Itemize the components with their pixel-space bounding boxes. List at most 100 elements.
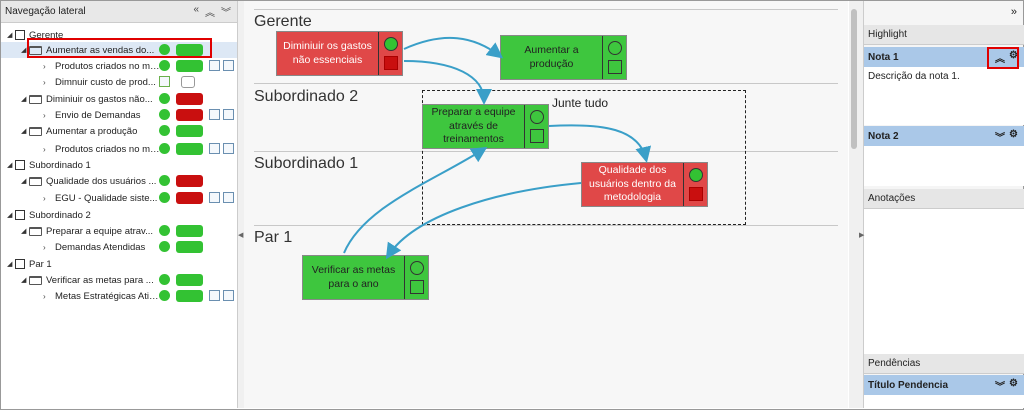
chart-icon[interactable] — [223, 290, 234, 301]
pendencia-icons: ︾⚙ — [995, 378, 1018, 393]
card-preparar-equipe[interactable]: Preparar a equipe através de treinamento… — [422, 104, 549, 149]
chevron-right-icon[interactable]: › — [43, 144, 46, 154]
expand-note-icon[interactable]: ︾ — [995, 381, 1006, 393]
status-bar — [176, 192, 203, 204]
tree-row[interactable]: ◢Par 1 — [1, 256, 237, 272]
left-splitter[interactable]: ◀ — [238, 1, 244, 408]
tree-row[interactable]: ◢Gerente — [1, 27, 237, 43]
status-dot-icon — [159, 125, 170, 136]
splitter-arrow-icon[interactable]: ◀ — [238, 232, 244, 239]
card-diminuir-gastos[interactable]: Diminiuir os gastos não essenciais — [276, 31, 403, 76]
pendencia-header[interactable]: Título Pendencia ︾⚙ — [864, 375, 1024, 395]
collapse-right-icon[interactable]: » — [1010, 6, 1017, 18]
expand-triangle-icon[interactable]: ◢ — [21, 178, 27, 185]
report-icon[interactable] — [209, 143, 220, 154]
gear-icon[interactable]: ⚙ — [1009, 128, 1018, 140]
status-dot-icon — [159, 44, 170, 55]
card-verificar-metas[interactable]: Verificar as metas para o ano — [302, 255, 429, 300]
note-2-header[interactable]: Nota 2 ︾⚙ — [864, 126, 1024, 146]
tree-row[interactable]: › Demandas Atendidas — [1, 239, 237, 255]
chart-icon[interactable] — [223, 143, 234, 154]
left-navigation-panel: Navegação lateral « ︽ ︾ ◢Gerente◢Aumenta… — [1, 1, 238, 408]
status-bar — [176, 274, 203, 286]
diagram-canvas[interactable]: Gerente Subordinado 2 Subordinado 1 Par … — [244, 1, 848, 408]
tree-row[interactable]: ◢Verificar as metas para ... — [1, 272, 237, 288]
chart-icon[interactable] — [223, 192, 234, 203]
gear-icon[interactable]: ⚙ — [1009, 377, 1018, 389]
tree-row[interactable]: ›Produtos criados no mês — [1, 58, 237, 74]
expand-triangle-icon[interactable]: ◢ — [7, 32, 13, 39]
chevron-right-icon[interactable]: › — [43, 242, 46, 252]
tree-row[interactable]: ◢Aumentar as vendas do... — [1, 42, 237, 58]
expand-note-icon[interactable]: ︾ — [995, 132, 1006, 144]
tree-row[interactable]: ›Produtos criados no mês — [1, 141, 237, 157]
tree-row[interactable]: ◢Diminiuir os gastos não... — [1, 91, 237, 107]
tree-row[interactable]: ›EGU - Qualidade siste... — [1, 190, 237, 206]
expand-triangle-icon[interactable]: ◢ — [7, 212, 13, 219]
report-icon[interactable] — [209, 290, 220, 301]
tree-row[interactable]: ›Envio de Demandas — [1, 107, 237, 123]
expand-triangle-icon[interactable]: ◢ — [7, 162, 13, 169]
group-label: Junte tudo — [552, 96, 609, 110]
status-bar — [176, 60, 203, 72]
tree-row[interactable]: ◢Qualidade dos usuários ... — [1, 173, 237, 189]
expand-triangle-icon[interactable]: ◢ — [21, 128, 27, 135]
report-icon[interactable] — [209, 109, 220, 120]
card-aumentar-producao[interactable]: Aumentar a produção — [500, 35, 627, 80]
expand-all-icon[interactable]: ︾ — [221, 8, 231, 19]
note-title: Nota 2 — [868, 130, 899, 142]
tree-row[interactable]: ›Dimnuir custo de prod... — [1, 74, 237, 90]
chevron-right-icon[interactable]: › — [43, 291, 46, 301]
status-bar — [176, 143, 203, 155]
gear-icon[interactable]: ⚙ — [1009, 49, 1018, 61]
tree-row[interactable]: ◢Aumentar a produção — [1, 123, 237, 139]
lane-label-par-1: Par 1 — [254, 229, 293, 246]
lane-divider — [254, 83, 838, 84]
canvas-scrollbar[interactable] — [849, 1, 859, 408]
card-text: Preparar a equipe através de treinamento… — [431, 106, 516, 146]
status-circle-icon — [409, 261, 424, 276]
checkbox-icon[interactable] — [15, 210, 25, 220]
expand-triangle-icon[interactable]: ◢ — [21, 47, 27, 54]
expand-triangle-icon[interactable]: ◢ — [7, 261, 13, 268]
status-dot-icon — [159, 290, 170, 301]
status-circle-icon — [529, 110, 544, 125]
note-1-header[interactable]: Nota 1 ︽⚙ — [864, 47, 1024, 67]
chevron-right-icon[interactable]: › — [43, 61, 46, 71]
report-icon[interactable] — [209, 192, 220, 203]
chevron-right-icon[interactable]: › — [43, 193, 46, 203]
card-qualidade-usuarios[interactable]: Qualidade dos usuários dentro da metodol… — [581, 162, 708, 207]
chevron-right-icon[interactable]: › — [43, 110, 46, 120]
chart-icon[interactable] — [223, 109, 234, 120]
tree-item-label: Preparar a equipe atrav... — [46, 225, 154, 237]
expand-triangle-icon[interactable]: ◢ — [21, 228, 27, 235]
status-dot-icon — [159, 225, 170, 236]
report-icon[interactable] — [209, 60, 220, 71]
calendar-icon[interactable] — [159, 76, 170, 87]
expand-triangle-icon[interactable]: ◢ — [21, 96, 27, 103]
tree-row[interactable]: ›Metas Estratégicas Atin... — [1, 288, 237, 304]
collapse-all-icon[interactable]: ︽ — [205, 8, 215, 19]
status-dot-icon — [159, 175, 170, 186]
right-splitter[interactable]: ▶ — [859, 1, 865, 408]
checkbox-icon[interactable] — [15, 30, 25, 40]
card-text: Qualidade dos usuários dentro da metodol… — [589, 164, 676, 204]
checkbox-icon[interactable] — [15, 160, 25, 170]
chart-icon[interactable] — [223, 60, 234, 71]
lane-label-subordinado-2: Subordinado 2 — [254, 88, 359, 105]
checkbox-icon[interactable] — [15, 259, 25, 269]
status-bar — [176, 225, 203, 237]
splitter-arrow-icon[interactable]: ▶ — [859, 232, 865, 239]
connector-arrow — [403, 36, 504, 59]
tree-item-label: Demandas Atendidas — [55, 241, 146, 253]
note-1-icons: ︽⚙ — [995, 50, 1018, 65]
tree-row[interactable]: ◢ Preparar a equipe atrav... — [1, 223, 237, 239]
collapse-left-icon[interactable]: « — [193, 4, 199, 15]
tree-row[interactable]: ◢Subordinado 1 — [1, 157, 237, 173]
collapse-note-icon[interactable]: ︽ — [995, 53, 1006, 65]
tree-row[interactable]: ◢Subordinado 2 — [1, 207, 237, 223]
expand-triangle-icon[interactable]: ◢ — [21, 277, 27, 284]
chevron-right-icon[interactable]: › — [43, 77, 46, 87]
card-text: Diminiuir os gastos não essenciais — [283, 39, 372, 66]
scrollbar-thumb[interactable] — [851, 9, 857, 149]
